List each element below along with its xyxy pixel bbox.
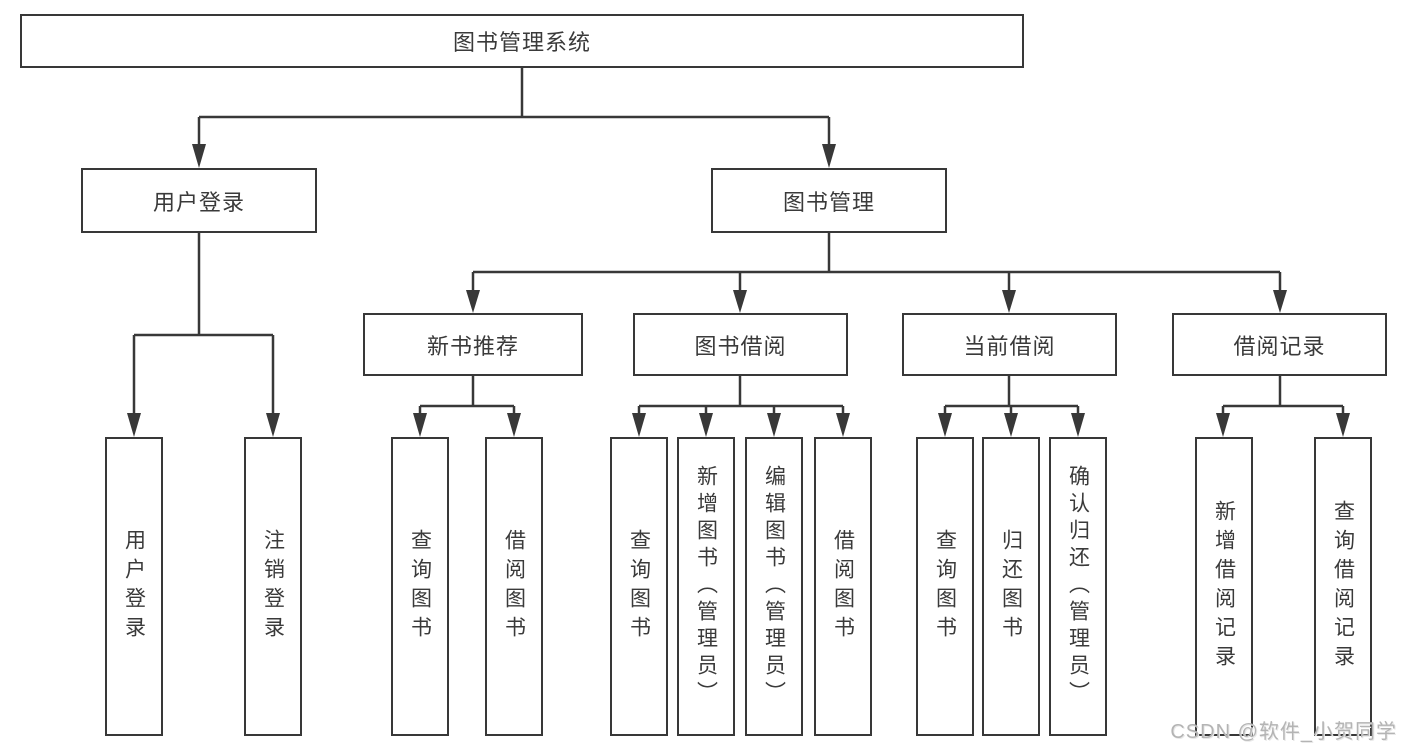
leaf-borrow-book-2-label: 借阅图书	[831, 528, 855, 645]
leaf-add-book-admin-label: 新增图书（管理员）	[694, 465, 718, 708]
leaf-query-borrow-record: 查询借阅记录	[1314, 437, 1372, 736]
node-new-book-recommend-label: 新书推荐	[426, 333, 519, 359]
leaf-add-book-admin: 新增图书（管理员）	[677, 437, 735, 736]
node-user-login: 用户登录	[81, 168, 317, 233]
leaf-query-book-2-label: 查询图书	[627, 528, 651, 645]
node-root-label: 图书管理系统	[452, 30, 591, 55]
leaf-return-book-label: 归还图书	[999, 528, 1023, 645]
leaf-borrow-book-1: 借阅图书	[485, 437, 543, 736]
leaf-edit-book-admin-label: 编辑图书（管理员）	[762, 465, 786, 708]
node-book-borrow: 图书借阅	[633, 313, 848, 376]
node-root: 图书管理系统	[20, 14, 1024, 68]
arrowheads	[127, 144, 1350, 437]
csdn-watermark: CSDN @软件_小贺同学	[1170, 721, 1397, 743]
leaf-query-book-1-label: 查询图书	[408, 528, 432, 645]
node-current-borrow: 当前借阅	[902, 313, 1117, 376]
leaf-edit-book-admin: 编辑图书（管理员）	[745, 437, 803, 736]
leaf-confirm-return-admin: 确认归还（管理员）	[1049, 437, 1107, 736]
node-book-borrow-label: 图书借阅	[694, 333, 787, 359]
node-book-management: 图书管理	[711, 168, 947, 233]
leaf-borrow-book-1-label: 借阅图书	[502, 528, 526, 645]
node-new-book-recommend: 新书推荐	[363, 313, 583, 376]
leaf-user-login: 用户登录	[105, 437, 163, 736]
node-current-borrow-label: 当前借阅	[963, 333, 1056, 359]
leaf-add-borrow-record: 新增借阅记录	[1195, 437, 1253, 736]
leaf-query-borrow-record-label: 查询借阅记录	[1331, 499, 1355, 674]
leaf-add-borrow-record-label: 新增借阅记录	[1212, 499, 1236, 674]
leaf-borrow-book-2: 借阅图书	[814, 437, 872, 736]
leaf-query-book-2: 查询图书	[610, 437, 668, 736]
leaf-query-book-1: 查询图书	[391, 437, 449, 736]
node-borrow-record-label: 借阅记录	[1233, 333, 1326, 359]
node-borrow-record: 借阅记录	[1172, 313, 1387, 376]
leaf-query-book-3: 查询图书	[916, 437, 974, 736]
node-user-login-label: 用户登录	[152, 189, 245, 215]
leaf-query-book-3-label: 查询图书	[933, 528, 957, 645]
leaf-logout: 注销登录	[244, 437, 302, 736]
leaf-return-book: 归还图书	[982, 437, 1040, 736]
leaf-confirm-return-admin-label: 确认归还（管理员）	[1066, 465, 1090, 708]
leaf-logout-label: 注销登录	[261, 528, 285, 645]
node-book-management-label: 图书管理	[782, 189, 875, 215]
leaf-user-login-label: 用户登录	[122, 528, 146, 645]
